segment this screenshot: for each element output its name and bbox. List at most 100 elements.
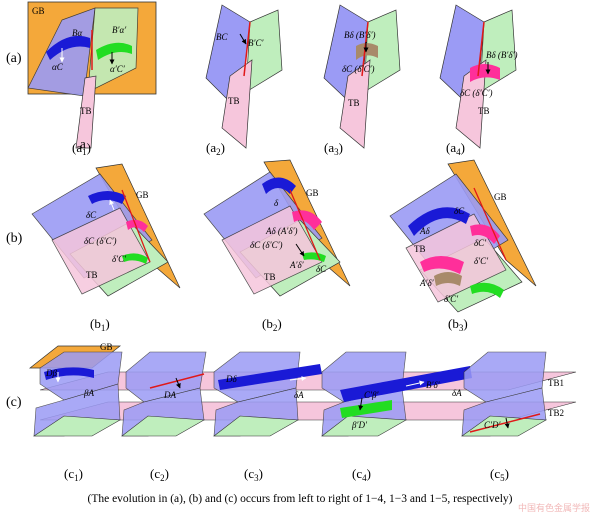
dislocation-loop-blue: [88, 191, 126, 204]
svg-text:(a3): (a3): [324, 140, 343, 157]
label-gb: GB: [136, 190, 149, 200]
label-a-delta: Aδ: [419, 226, 430, 236]
subfigure-a2: BC B′C′ TB (a2): [205, 4, 283, 157]
dislocation-loop-blue: [408, 207, 470, 236]
slip-plane-green: [33, 415, 122, 437]
label-gb: GB: [100, 342, 113, 352]
dislocation-loop-magenta-2: [420, 256, 464, 274]
label-gb: GB: [306, 188, 319, 198]
sub-letter: a: [80, 136, 86, 151]
subfigure-c4: C′β′ B′δ′ β′D′ δA (c4): [321, 351, 472, 483]
subfigure-a3: Bδ (B′δ′) δC (δ′C′) TB (a3): [323, 4, 401, 157]
label-tb1: TB1: [548, 378, 564, 388]
slip-plane-green: [245, 9, 283, 93]
label-delta-c: δC: [316, 264, 327, 274]
label-delta-c: δC: [454, 206, 465, 216]
svg-text:(c2): (c2): [150, 466, 169, 483]
svg-text:(a1): (a1): [72, 140, 91, 157]
intersection-line: [121, 189, 151, 263]
label-tb: TB: [228, 96, 240, 106]
svg-text:(c5): (c5): [490, 466, 509, 483]
row-label-c: (c): [6, 395, 22, 410]
label-delta-c-pair: δC (δ′C′): [84, 236, 117, 246]
svg-text:(c3): (c3): [244, 466, 263, 483]
dislocation-loop-blue: [46, 35, 90, 60]
label-delta-a: δA: [294, 390, 304, 400]
label-delta-prime-c-prime: δ′C′: [474, 256, 489, 266]
subfigure-c3: Dδ δA (c3): [213, 351, 322, 483]
dislocation-loop-green: [340, 400, 392, 418]
dislocation-loop-magenta: [126, 219, 148, 232]
svg-text:(b1): (b1): [90, 316, 110, 333]
svg-text:(a4): (a4): [446, 140, 465, 157]
label-tb: TB: [264, 272, 276, 282]
label-delta-prime-c-prime-2: δ′C′: [444, 294, 459, 304]
subfigure-c2: DA (c2): [121, 351, 207, 483]
label-tb: TB: [478, 106, 490, 116]
svg-text:(c1): (c1): [64, 466, 83, 483]
label-delta-c: δC: [86, 210, 97, 220]
label-d-beta: Dβ: [45, 368, 57, 378]
dislocation-loop-blue: [262, 177, 296, 194]
dislocation-line: [469, 413, 541, 433]
dislocation-loop-blue: [44, 367, 94, 380]
sub-index: 4: [456, 147, 461, 157]
subfigure-a4: Bδ (B′δ′) δC (δ′C′) TB (a4): [439, 4, 518, 157]
label-b-delta: Bδ (B′δ′): [486, 50, 518, 60]
label-c-beta-prime: C′β′: [364, 390, 379, 400]
row-label-b: (b): [6, 231, 23, 246]
label-b-alpha: Bα: [72, 28, 82, 38]
label-a-delta: Aδ (A′δ′): [265, 226, 298, 236]
sub-index: 5: [500, 473, 505, 483]
intersection-line: [473, 187, 507, 261]
label-alpha-c-prime: α′C′: [110, 64, 126, 74]
label-c-d-prime: C′D′: [484, 420, 501, 430]
svg-text:(b2): (b2): [262, 316, 282, 333]
sub-index: 4: [362, 473, 367, 483]
subfigure-c5: C′D′ (c5): [461, 351, 548, 483]
label-alpha-c: αC: [52, 62, 64, 72]
label-bc-prime: B′C′: [248, 38, 264, 48]
dislocation-loop-blue: [340, 366, 472, 402]
label-beta-d-prime: β′D′: [351, 420, 368, 430]
label-d-delta: Dδ: [225, 374, 237, 384]
label-delta-c: δC (δ′C′): [342, 64, 375, 74]
sub-index: 2: [216, 147, 221, 157]
dislocation-loop-brown: [434, 272, 462, 286]
dislocation-loop-green: [470, 282, 504, 298]
watermark: 中国有色金属学报: [518, 502, 590, 513]
label-delta-c-prime: δC′: [474, 238, 487, 248]
label-tb: TB: [414, 244, 426, 254]
slip-plane-pink: [405, 213, 507, 303]
dislocation-loop-blue: [218, 364, 322, 390]
label-gb: GB: [494, 192, 507, 202]
figure-caption: (The evolution in (a), (b) and (c) occur…: [87, 493, 512, 505]
svg-text:a: a: [80, 136, 86, 151]
label-b-alpha-prime: B′α′: [112, 25, 127, 35]
slip-plane-green: [121, 415, 206, 437]
dislocation-loop-green: [122, 253, 148, 264]
sub-index: 2: [160, 473, 165, 483]
label-delta-c-pair: δC (δ′C′): [250, 240, 283, 250]
label-b-delta: Bδ (B′δ′): [344, 30, 376, 40]
label-delta-c: δC (δ′C′): [460, 88, 493, 98]
label-tb: TB: [348, 98, 360, 108]
sub-index: 2: [273, 323, 278, 333]
subfigure-a1: GB TB Bα B′α′ αC α′C′ a (a1): [27, 1, 157, 157]
sub-index: 1: [74, 473, 79, 483]
label-gb: GB: [32, 6, 45, 16]
svg-text:(b3): (b3): [448, 316, 468, 333]
sub-index: 1: [82, 147, 87, 157]
intersection-line: [289, 189, 321, 261]
svg-text:(c4): (c4): [352, 466, 371, 483]
svg-text:(a2): (a2): [206, 140, 225, 157]
slip-plane-pink: [221, 205, 323, 295]
dislocation-loop-green: [96, 42, 132, 60]
subfigure-b3: GB TB δC Aδ δC′ A′δ′ δ′C′ δ′C′ (b3): [389, 159, 537, 333]
sub-index: 3: [334, 147, 339, 157]
sub-index: 3: [254, 473, 259, 483]
slip-plane-green: [321, 415, 408, 437]
subfigure-c1: GB Dβ βA (c1): [28, 342, 123, 483]
label-a-delta-prime: A′δ′: [289, 260, 305, 270]
